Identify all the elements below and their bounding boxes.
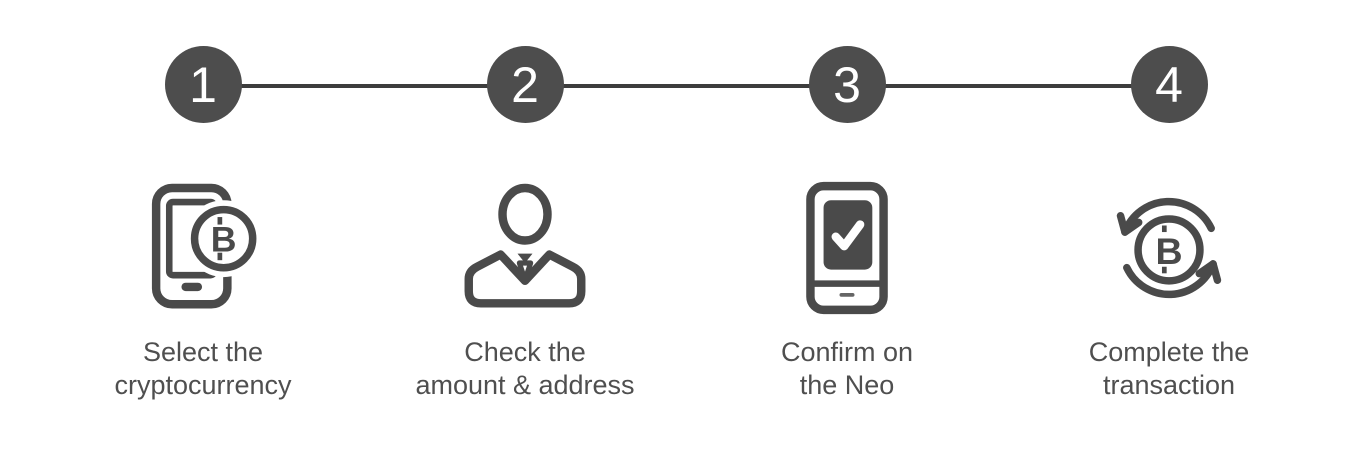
device-checkmark-icon (806, 181, 888, 315)
step-2: 2 Check the amount & address (364, 0, 686, 402)
step-4-number-badge: 4 (1130, 46, 1208, 123)
phone-bitcoin-icon: B (151, 183, 263, 309)
step-3-number-badge: 3 (808, 46, 886, 123)
svg-text:B: B (211, 220, 237, 260)
step-connector-line (203, 84, 1167, 88)
step-1: 1 B Select the cryptocurr (42, 0, 364, 402)
step-3: 3 Confirm on the Neo (686, 0, 1008, 402)
step-1-label: Select the cryptocurrency (114, 337, 292, 401)
step-number: 3 (833, 56, 861, 113)
svg-text:B: B (1155, 230, 1182, 272)
step-3-label: Confirm on the Neo (780, 337, 914, 401)
steps-row: 1 B Select the cryptocurr (42, 0, 1330, 402)
device-brand-mark (839, 293, 855, 297)
step-1-number-badge: 1 (164, 46, 242, 123)
step-4-label: Complete the transaction (1088, 337, 1250, 401)
step-4: 4 B Complete the tran (1008, 0, 1330, 402)
step-2-label: Check the amount & address (415, 337, 635, 401)
step-2-number-badge: 2 (486, 46, 564, 123)
bitcoin-sync-icon: B (1116, 197, 1222, 299)
step-number: 1 (189, 56, 217, 113)
step-number: 2 (511, 56, 539, 113)
step-number: 4 (1155, 56, 1183, 113)
businessman-icon (464, 183, 586, 308)
